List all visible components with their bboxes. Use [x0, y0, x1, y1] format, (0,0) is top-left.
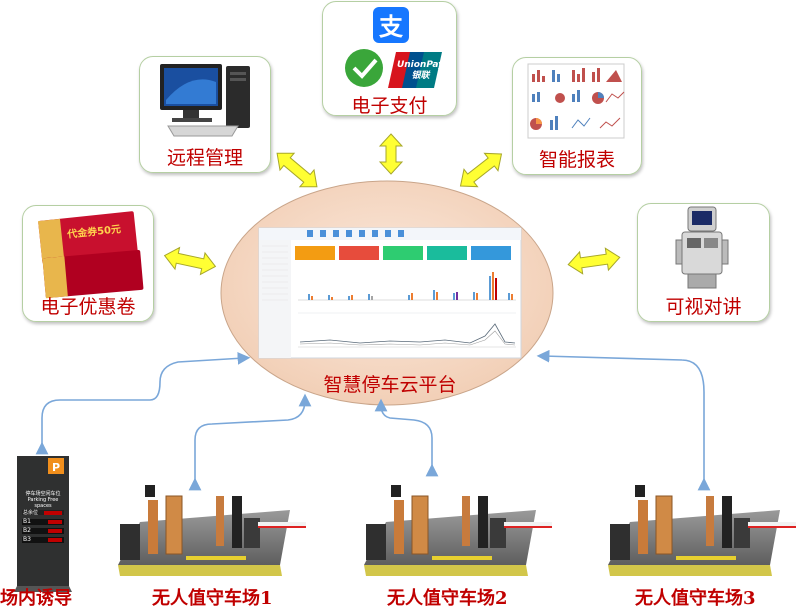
payment-box: 电子支付 UnionPay 银联 — [322, 1, 457, 117]
guidance-row-b2: B2 — [23, 527, 31, 534]
reports-label: 智能报表 — [538, 149, 615, 171]
remote-management-box: 远程管理 — [139, 56, 271, 173]
connector-guidance — [35, 351, 251, 455]
reports-box: 智能报表 — [512, 57, 642, 175]
report-charts-icon — [527, 63, 625, 139]
lot-scene-2 — [364, 485, 552, 576]
check-icon — [345, 49, 383, 87]
svg-text:P: P — [52, 461, 60, 474]
payment-label: 电子支付 — [351, 95, 428, 117]
lot-scene-3 — [608, 485, 796, 576]
lot-scene-1 — [118, 485, 306, 576]
unionpay-text: UnionPay 银联 — [396, 60, 445, 81]
platform-label: 智慧停车云平台 — [323, 374, 457, 396]
remote-management-label: 远程管理 — [166, 147, 243, 169]
svg-text:支: 支 — [379, 13, 404, 41]
lot-label-3: 无人值守车场3 — [635, 588, 756, 609]
guidance-row-total: 总余位 — [23, 510, 39, 516]
computer-icon — [160, 64, 250, 137]
coupon-icon — [38, 211, 144, 299]
arrow-reports — [459, 152, 503, 188]
guidance-row-b3: B3 — [23, 536, 31, 543]
arrow-coupons — [163, 246, 217, 276]
guidance-label: 场内诱导 — [0, 588, 72, 609]
arrow-payment — [378, 133, 404, 175]
connector-lot1 — [188, 393, 312, 491]
arrow-remote — [276, 152, 318, 188]
guidance-row-b1: B1 — [23, 518, 31, 525]
arrow-intercom — [567, 247, 621, 275]
connection-arrows — [163, 133, 621, 276]
dashboard-thumbnail — [258, 227, 522, 359]
coupon-text: 代金券50元 — [66, 224, 122, 241]
guidance-sign: P — [14, 456, 72, 592]
connector-lot2 — [374, 398, 439, 477]
blue-connectors — [35, 349, 711, 491]
lot-label-2: 无人值守车场2 — [387, 588, 508, 609]
coupons-label: 电子优惠卷 — [40, 296, 136, 318]
connector-lot3 — [536, 349, 711, 491]
intercom-robot-icon — [675, 206, 729, 289]
intercom-label: 可视对讲 — [665, 296, 742, 318]
intercom-box: 可视对讲 — [637, 203, 770, 322]
guidance-sign-title: 停车场空闲车位 Parking Free spaces — [25, 491, 61, 509]
alipay-icon: 支 — [373, 7, 409, 43]
unionpay-icon — [388, 52, 442, 88]
lot-label-1: 无人值守车场1 — [152, 588, 273, 609]
coupons-box: 电子优惠卷 代金券50元 — [22, 205, 154, 322]
